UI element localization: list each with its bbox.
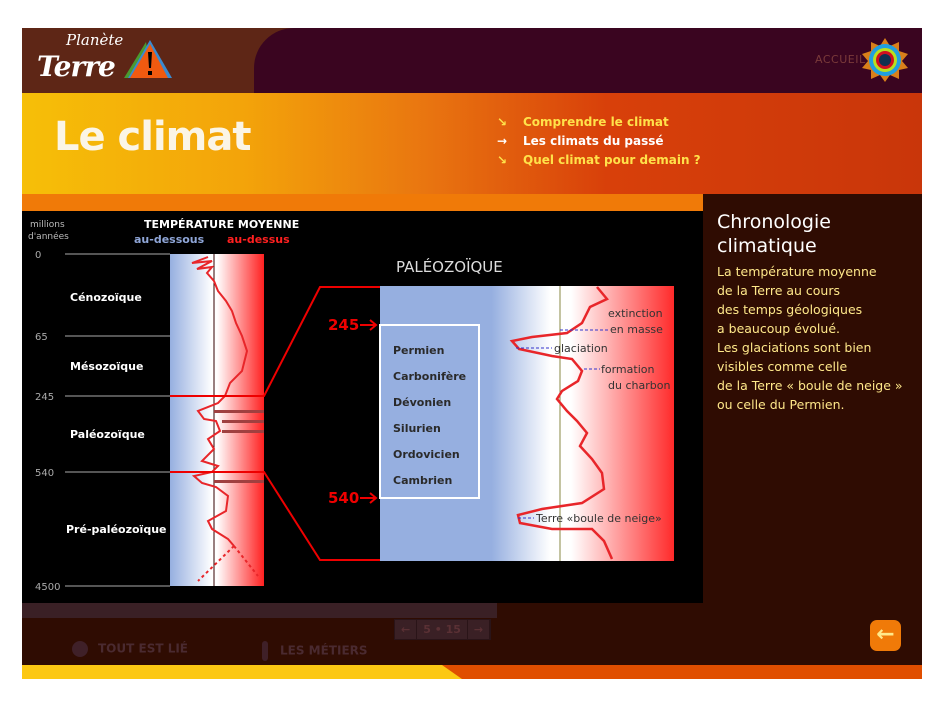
nav-label: Comprendre le climat: [523, 115, 669, 129]
arrow-icon: →: [497, 134, 508, 148]
annotation-extinction: extinction: [608, 307, 663, 320]
annotation-charbon: formation: [601, 363, 654, 376]
zoom-band: [380, 286, 674, 561]
logo-planete: Planète: [66, 31, 124, 49]
annotations: extinction en masse glaciation formation…: [516, 307, 670, 525]
legend-above: au-dessus: [227, 233, 290, 246]
home-sun-icon[interactable]: [862, 38, 908, 82]
glaciation-mark: [214, 410, 264, 413]
footer-strip: [22, 603, 497, 618]
temperature-curve: [191, 256, 249, 547]
gear-icon: [72, 641, 88, 657]
chart-title: TEMPÉRATURE MOYENNE: [144, 218, 299, 231]
period-label: Cambrien: [393, 474, 452, 487]
page-title: Le climat: [54, 114, 251, 160]
zoom-label-top: 245: [328, 316, 359, 334]
tick-label: 65: [35, 332, 48, 343]
link-label: LES MÉTIERS: [280, 643, 368, 658]
nav-label: Quel climat pour demain ?: [523, 153, 701, 167]
home-link[interactable]: ACCUEIL: [815, 53, 866, 66]
arrow-icon: ↘: [497, 153, 508, 167]
bottom-bar-yellow: [22, 665, 462, 679]
temperature-chart: millions d'années TEMPÉRATURE MOYENNE au…: [22, 211, 703, 603]
period-label: Carbonifère: [393, 370, 466, 383]
link-les-metiers[interactable]: LES MÉTIERS: [262, 641, 368, 661]
period-label: Silurien: [393, 422, 441, 435]
orange-stripe: [22, 194, 703, 211]
annotation-charbon: du charbon: [608, 379, 670, 392]
axis-label: millions: [30, 220, 65, 230]
link-tout-est-lie[interactable]: TOUT EST LIÉ: [72, 641, 188, 657]
time-scale: 0 65 245 540 4500 Cénozoïque Mésozoïque …: [35, 250, 170, 593]
nav-climats-passe[interactable]: → Les climats du passé: [497, 134, 664, 149]
glaciation-mark: [214, 480, 264, 483]
tick-label: 4500: [35, 582, 60, 593]
legend-below: au-dessous: [134, 233, 205, 246]
logo[interactable]: Planète Terre: [22, 28, 172, 88]
period-label: Permien: [393, 344, 444, 357]
nav-label: Les climats du passé: [523, 134, 664, 148]
page-frame: Planète Terre ACCUEIL Le climat ↘ Compren…: [22, 28, 922, 679]
glaciation-mark: [222, 430, 264, 433]
tick-label: 0: [35, 250, 41, 261]
era-label: Paléozoïque: [70, 428, 145, 441]
back-button[interactable]: ←: [870, 620, 901, 651]
pager: ← 5 • 15 →: [394, 619, 492, 640]
header-dark-area: [254, 28, 922, 93]
pager-status: 5 • 15: [417, 620, 468, 639]
temperature-curve-dotted: [197, 545, 259, 582]
arrow-right-icon: [360, 319, 378, 504]
glaciation-mark: [222, 420, 264, 423]
warning-triangle-icon: [124, 40, 172, 78]
period-label: Dévonien: [393, 396, 451, 409]
person-icon: [262, 641, 268, 661]
zoom-title: PALÉOZOÏQUE: [396, 257, 503, 276]
logo-terre: Terre: [37, 50, 116, 83]
nav-climat-demain[interactable]: ↘ Quel climat pour demain ?: [497, 153, 701, 168]
nav-comprendre[interactable]: ↘ Comprendre le climat: [497, 115, 669, 130]
arrow-icon: ↘: [497, 115, 508, 129]
axis-label: d'années: [28, 231, 69, 242]
zoom-label-bottom: 540: [328, 489, 359, 507]
era-label: Pré-paléozoïque: [66, 523, 167, 536]
zoom-connector: [170, 286, 380, 561]
pager-prev-button[interactable]: ←: [395, 620, 418, 639]
annotation-extinction: en masse: [610, 323, 663, 336]
pager-next-button[interactable]: →: [468, 620, 491, 639]
era-label: Cénozoïque: [70, 291, 142, 304]
period-label: Ordovicien: [393, 448, 460, 461]
annotation-snowball: Terre «boule de neige»: [535, 512, 662, 525]
tick-label: 245: [35, 392, 54, 403]
banner: Le climat ↘ Comprendre le climat → Les cli…: [22, 93, 922, 194]
periods-box: [379, 324, 480, 499]
tick-label: 540: [35, 468, 54, 479]
annotation-glaciation: glaciation: [554, 342, 608, 355]
link-label: TOUT EST LIÉ: [98, 641, 189, 656]
era-label: Mésozoïque: [70, 360, 143, 373]
chart-svg: millions d'années TEMPÉRATURE MOYENNE au…: [28, 218, 674, 593]
